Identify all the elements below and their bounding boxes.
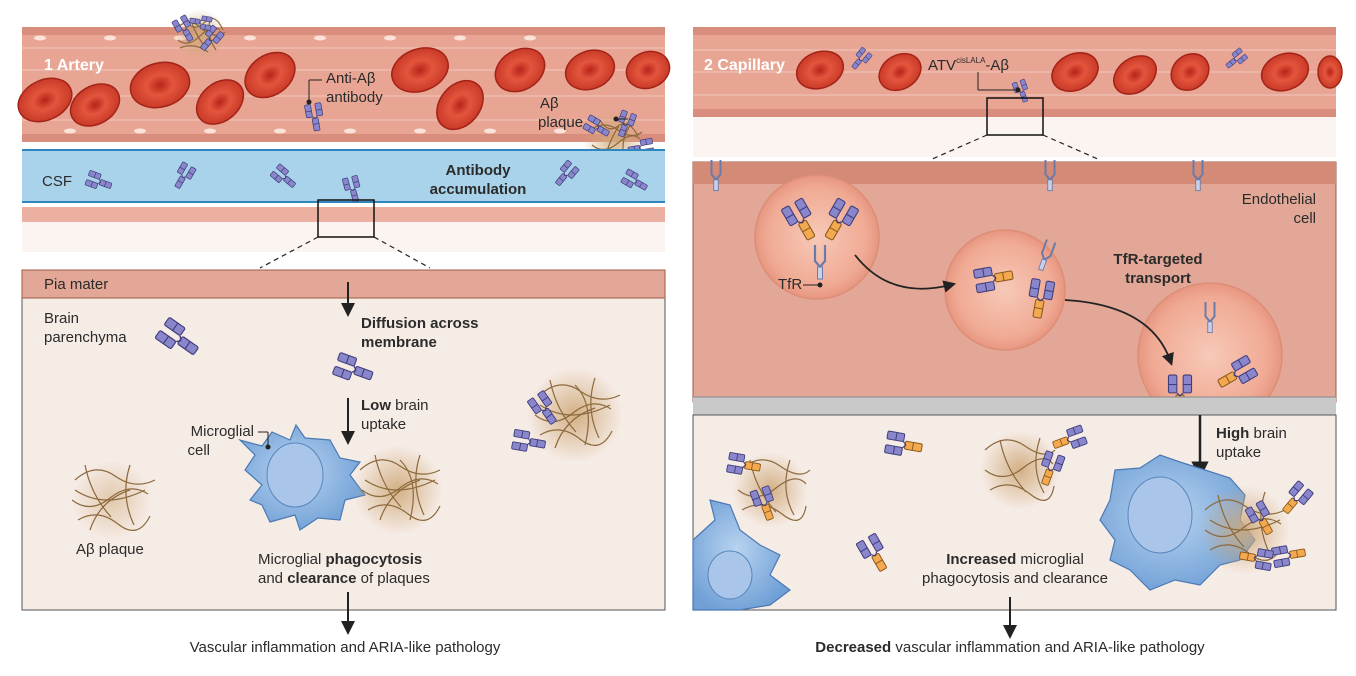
csf-label: CSF — [42, 173, 72, 190]
artery-panel — [17, 9, 671, 635]
anti-abeta-antibody-label-line2: antibody — [326, 89, 383, 106]
artery-panel-title: 1 Artery — [44, 57, 104, 74]
high-uptake-label-line2: uptake — [1216, 444, 1262, 461]
phagocytosis-label-line1: Microglial phagocytosis — [258, 551, 423, 568]
brain-abeta-plaque-label: Aβ plaque — [76, 541, 144, 558]
right-outcome-label: Decreased vascular inflammation and ARIA… — [815, 639, 1205, 656]
pia-mater-label: Pia mater — [44, 276, 109, 293]
abeta-plaque-label-line2: plaque — [538, 114, 584, 131]
microglial-cell-label-line1: Microglial — [190, 423, 254, 440]
artery-vessel — [22, 27, 665, 142]
capillary-brain-plaque-2 — [980, 424, 1088, 510]
left-outcome-label: Vascular inflammation and ARIA-like path… — [189, 639, 501, 656]
diffusion-label-line1: Diffusion across — [361, 315, 479, 332]
zoom-box-left — [317, 199, 375, 238]
high-uptake-label-line1: High brain — [1216, 425, 1287, 442]
red-blood-cells-capillary — [795, 50, 1343, 95]
engulfed-plaque-left — [353, 445, 443, 535]
engulfed-plaque-right — [1200, 479, 1315, 575]
pia-mater-band — [21, 269, 666, 299]
brain-plaque-right — [510, 367, 623, 463]
brain-plaque-left — [71, 460, 156, 540]
increased-phago-line1: Increased microglial — [946, 551, 1084, 568]
tfr-transport-label-line2: transport — [1125, 270, 1191, 287]
zoom-box-right — [986, 97, 1044, 136]
brain-parenchyma-label-line2: parenchyma — [44, 329, 127, 346]
tfr-label: TfR — [778, 276, 803, 293]
endothelial-cell-label-line1: Endothelial — [1241, 191, 1316, 208]
phagocytosis-label-line2: and clearance of plaques — [258, 570, 430, 587]
capillary-panel — [692, 27, 1343, 639]
increased-phago-line2: phagocytosis and clearance — [922, 570, 1108, 587]
endothelial-cell-label-line2: cell — [1293, 210, 1316, 227]
microglial-cell-label-line2: cell — [187, 442, 210, 459]
microglial-cell-left — [237, 423, 367, 531]
abeta-plaque-label-line1: Aβ — [540, 95, 559, 112]
csf-band — [22, 150, 665, 202]
atv-antibody-label: ATVcisLALA-Aβ — [928, 56, 1010, 74]
diffusion-label-line2: membrane — [361, 334, 437, 351]
microglial-cell-right-1 — [692, 499, 791, 611]
transcytosis-vesicle-1 — [754, 174, 880, 300]
capillary-brain-plaque-1 — [725, 451, 811, 528]
tfr-transport-label-line1: TfR-targeted — [1113, 251, 1203, 268]
low-uptake-label-line2: uptake — [361, 416, 407, 433]
antibody-accumulation-line1: Antibody — [445, 162, 511, 179]
low-uptake-label-line1: Low brain — [361, 397, 429, 414]
capillary-panel-title: 2 Capillary — [704, 57, 785, 74]
brain-parenchyma-label-line1: Brain — [44, 310, 80, 327]
artery-top-plaque — [171, 9, 226, 61]
red-blood-cells — [17, 47, 671, 131]
anti-abeta-antibody-label-line1: Anti-Aβ — [326, 70, 376, 87]
transcytosis-vesicle-2 — [944, 229, 1066, 351]
antibody-accumulation-line2: accumulation — [429, 181, 527, 198]
